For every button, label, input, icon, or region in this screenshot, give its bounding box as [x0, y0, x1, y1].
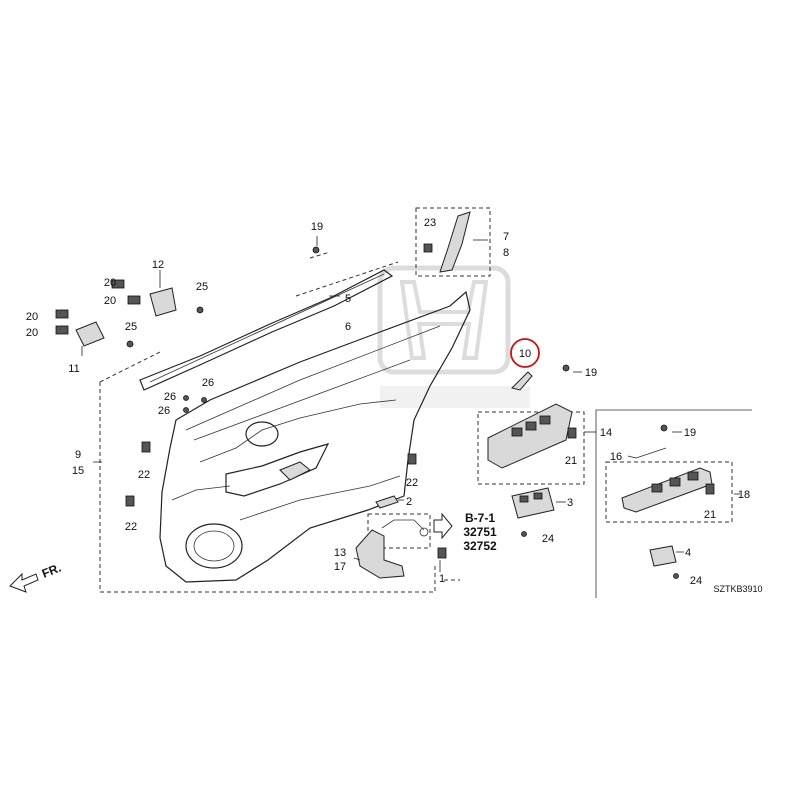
- callout-8: 8: [503, 247, 509, 259]
- reference-part-1: 32751: [463, 525, 497, 539]
- callout-17: 17: [334, 561, 346, 573]
- master-switch: [621, 467, 713, 513]
- callout-26-c: 26: [158, 405, 170, 417]
- bracket-12: [149, 287, 177, 317]
- master-switch-bracket: [605, 461, 733, 523]
- small-trim-10: [511, 371, 533, 391]
- callout-20-d: 20: [26, 327, 38, 339]
- door-pocket: [355, 529, 405, 579]
- callout-6: 6: [345, 321, 351, 333]
- callout-25-b: 25: [125, 321, 137, 333]
- pillar-trim: [439, 211, 471, 273]
- callout-19-top: 19: [311, 221, 323, 233]
- window-switch-4: [649, 545, 677, 567]
- weatherstrip: [139, 269, 394, 391]
- honda-watermark: [377, 265, 530, 408]
- callout-2: 2: [406, 496, 412, 508]
- callout-22-a: 22: [138, 469, 150, 481]
- front-direction-arrow: [9, 572, 39, 593]
- callout-21-inset: 21: [704, 509, 716, 521]
- leader-lines: [81, 236, 740, 572]
- callout-23: 23: [424, 217, 436, 229]
- clip-2: [375, 495, 399, 509]
- callout-7: 7: [503, 231, 509, 243]
- callout-14: 14: [600, 427, 612, 439]
- callout-4: 4: [685, 547, 691, 559]
- callout-10: 10: [519, 348, 531, 360]
- callout-26-b: 26: [164, 391, 176, 403]
- callout-20-c: 20: [26, 311, 38, 323]
- window-switch-3: [511, 487, 555, 519]
- bracket-11: [75, 321, 105, 347]
- callout-9: 9: [75, 449, 81, 461]
- highlight-circle: [510, 338, 540, 368]
- callout-25-a: 25: [196, 281, 208, 293]
- diagram-code: SZTKB3910: [713, 584, 762, 594]
- trim-strip-16: [635, 447, 667, 459]
- connector: [381, 519, 429, 537]
- callout-24-a: 24: [542, 533, 554, 545]
- callout-15: 15: [72, 465, 84, 477]
- callout-19-inset: 19: [684, 427, 696, 439]
- switch-panel: [487, 403, 573, 469]
- callout-5: 5: [345, 293, 351, 305]
- callout-18: 18: [738, 489, 750, 501]
- lining-assembly-bracket: [99, 251, 436, 593]
- direction-label: FR.: [40, 561, 63, 581]
- callout-22-c: 22: [406, 477, 418, 489]
- callout-21-switch: 21: [565, 455, 577, 467]
- callout-13: 13: [334, 547, 346, 559]
- callout-19-switch: 19: [585, 367, 597, 379]
- callout-12: 12: [152, 259, 164, 271]
- callout-22-b: 22: [125, 521, 137, 533]
- reference-arrow: [433, 512, 453, 540]
- door-lining: [159, 290, 471, 583]
- inset-box: [595, 409, 752, 598]
- callout-24-b: 24: [690, 575, 702, 587]
- pillar-trim-bracket: [415, 207, 491, 277]
- callout-1: 1: [439, 573, 445, 585]
- callout-3: 3: [567, 497, 573, 509]
- callout-16: 16: [610, 451, 622, 463]
- callout-20-b: 20: [104, 295, 116, 307]
- callout-20-a: 20: [104, 277, 116, 289]
- callout-26-a: 26: [202, 377, 214, 389]
- reference-part-2: 32752: [463, 539, 497, 553]
- callout-11: 11: [68, 363, 79, 375]
- fasteners: [55, 243, 715, 579]
- reference-section: B-7-1: [465, 511, 495, 525]
